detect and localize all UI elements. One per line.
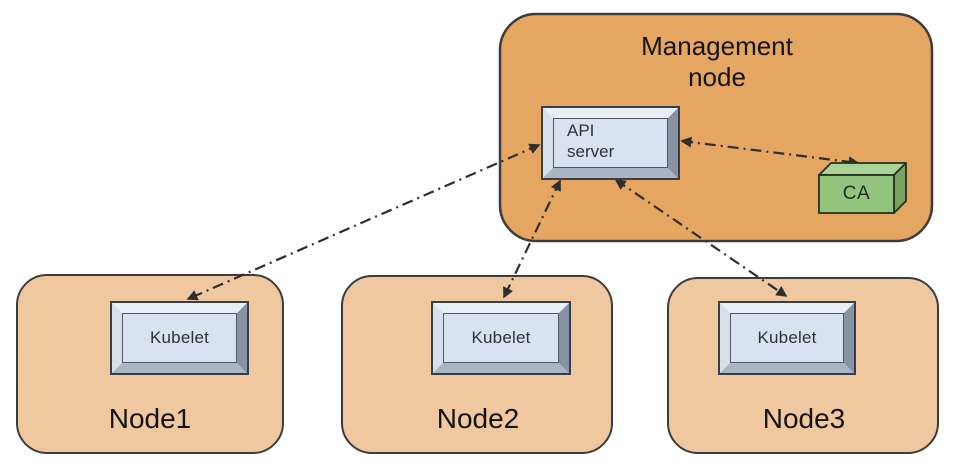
node3-label: Node3 [762, 403, 846, 434]
api-server-box: API server [541, 106, 680, 180]
ca-box-front-face [818, 174, 895, 214]
node3-kubelet-label: Kubelet [757, 328, 817, 347]
management-node-label: Management node [641, 31, 793, 92]
node1-kubelet-label: Kubelet [149, 328, 210, 347]
node1-label: Node1 [108, 403, 192, 434]
api-server-label: API server [567, 121, 615, 161]
connector-api-ca [680, 136, 860, 168]
ca-box-top-face [818, 162, 907, 176]
node2-kubelet-label: Kubelet [471, 328, 531, 347]
ca-label: CA [842, 183, 871, 204]
node3-kubelet-box: Kubelet [718, 301, 856, 375]
connector-api-node1-kubelet [186, 143, 541, 301]
node2-kubelet-box: Kubelet [431, 301, 571, 375]
node2-label: Node2 [436, 403, 520, 434]
node1-kubelet-box: Kubelet [110, 301, 249, 375]
connector-api-node3-kubelet [614, 179, 788, 297]
